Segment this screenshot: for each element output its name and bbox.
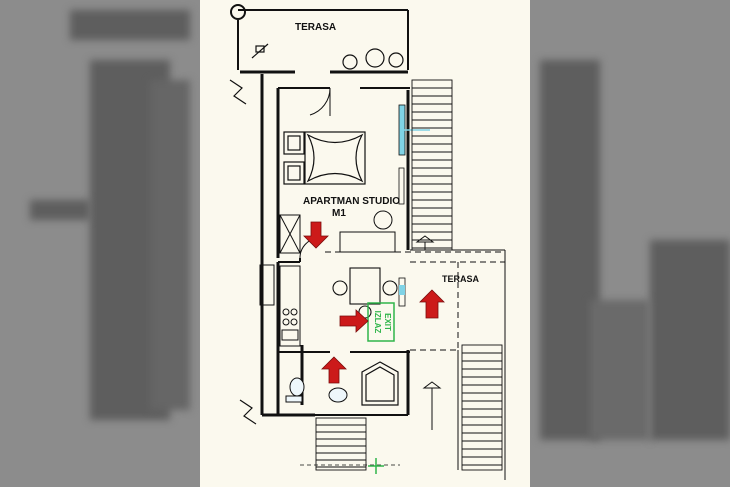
dashed-partitions — [325, 251, 505, 351]
survey-point-icon — [368, 458, 384, 474]
staircase-lower-right — [461, 344, 503, 471]
exit-sign-line: EXIT — [383, 313, 392, 331]
column-icon — [230, 4, 246, 20]
apartment-code-label: M1 — [332, 208, 346, 219]
arrow-down — [303, 221, 329, 249]
top-terrace — [230, 4, 409, 70]
right-terrace — [410, 249, 506, 480]
kitchen-counter — [279, 265, 301, 347]
floor-plan: EXITIZLAZ TERASA TERASA APARTMAN STUDIO … — [200, 0, 530, 487]
floor-plan-drawing: EXITIZLAZ TERASA TERASA APARTMAN STUDIO … — [229, 4, 506, 480]
arrow-right — [339, 309, 369, 333]
nightstands — [283, 131, 305, 185]
shower-tray-icon — [361, 361, 399, 406]
wardrobe-icon — [279, 214, 301, 254]
terrace-chairs-icon — [342, 48, 404, 70]
exterior-walls — [240, 70, 410, 417]
exit-sign-line: IZLAZ — [373, 311, 382, 334]
right-blurred-backdrop — [530, 0, 730, 487]
terrace-right-label: TERASA — [442, 274, 480, 284]
break-lines — [229, 79, 257, 425]
satellite-dish-icon — [251, 43, 269, 59]
staircase-bottom — [315, 417, 367, 471]
washbasin-icon — [328, 387, 348, 403]
dining-table-icon — [332, 267, 398, 319]
left-blurred-backdrop — [0, 0, 200, 487]
exit-sign: EXITIZLAZ — [367, 302, 395, 342]
stair-direction-markers — [415, 235, 442, 430]
terrace-top-label: TERASA — [295, 22, 336, 33]
exit-sign-text: EXITIZLAZ — [373, 311, 392, 334]
arrow-up-terrace — [419, 289, 445, 319]
double-bed-icon — [304, 131, 366, 185]
fridge-icon — [259, 264, 275, 306]
arrow-up-bath — [321, 356, 347, 384]
armchair-icon — [373, 210, 393, 230]
sofa-icon — [339, 231, 396, 253]
apartment-name-label: APARTMAN STUDIO — [303, 196, 400, 207]
toilet-icon — [285, 377, 305, 403]
staircase-right — [411, 79, 453, 251]
windows — [398, 104, 430, 307]
